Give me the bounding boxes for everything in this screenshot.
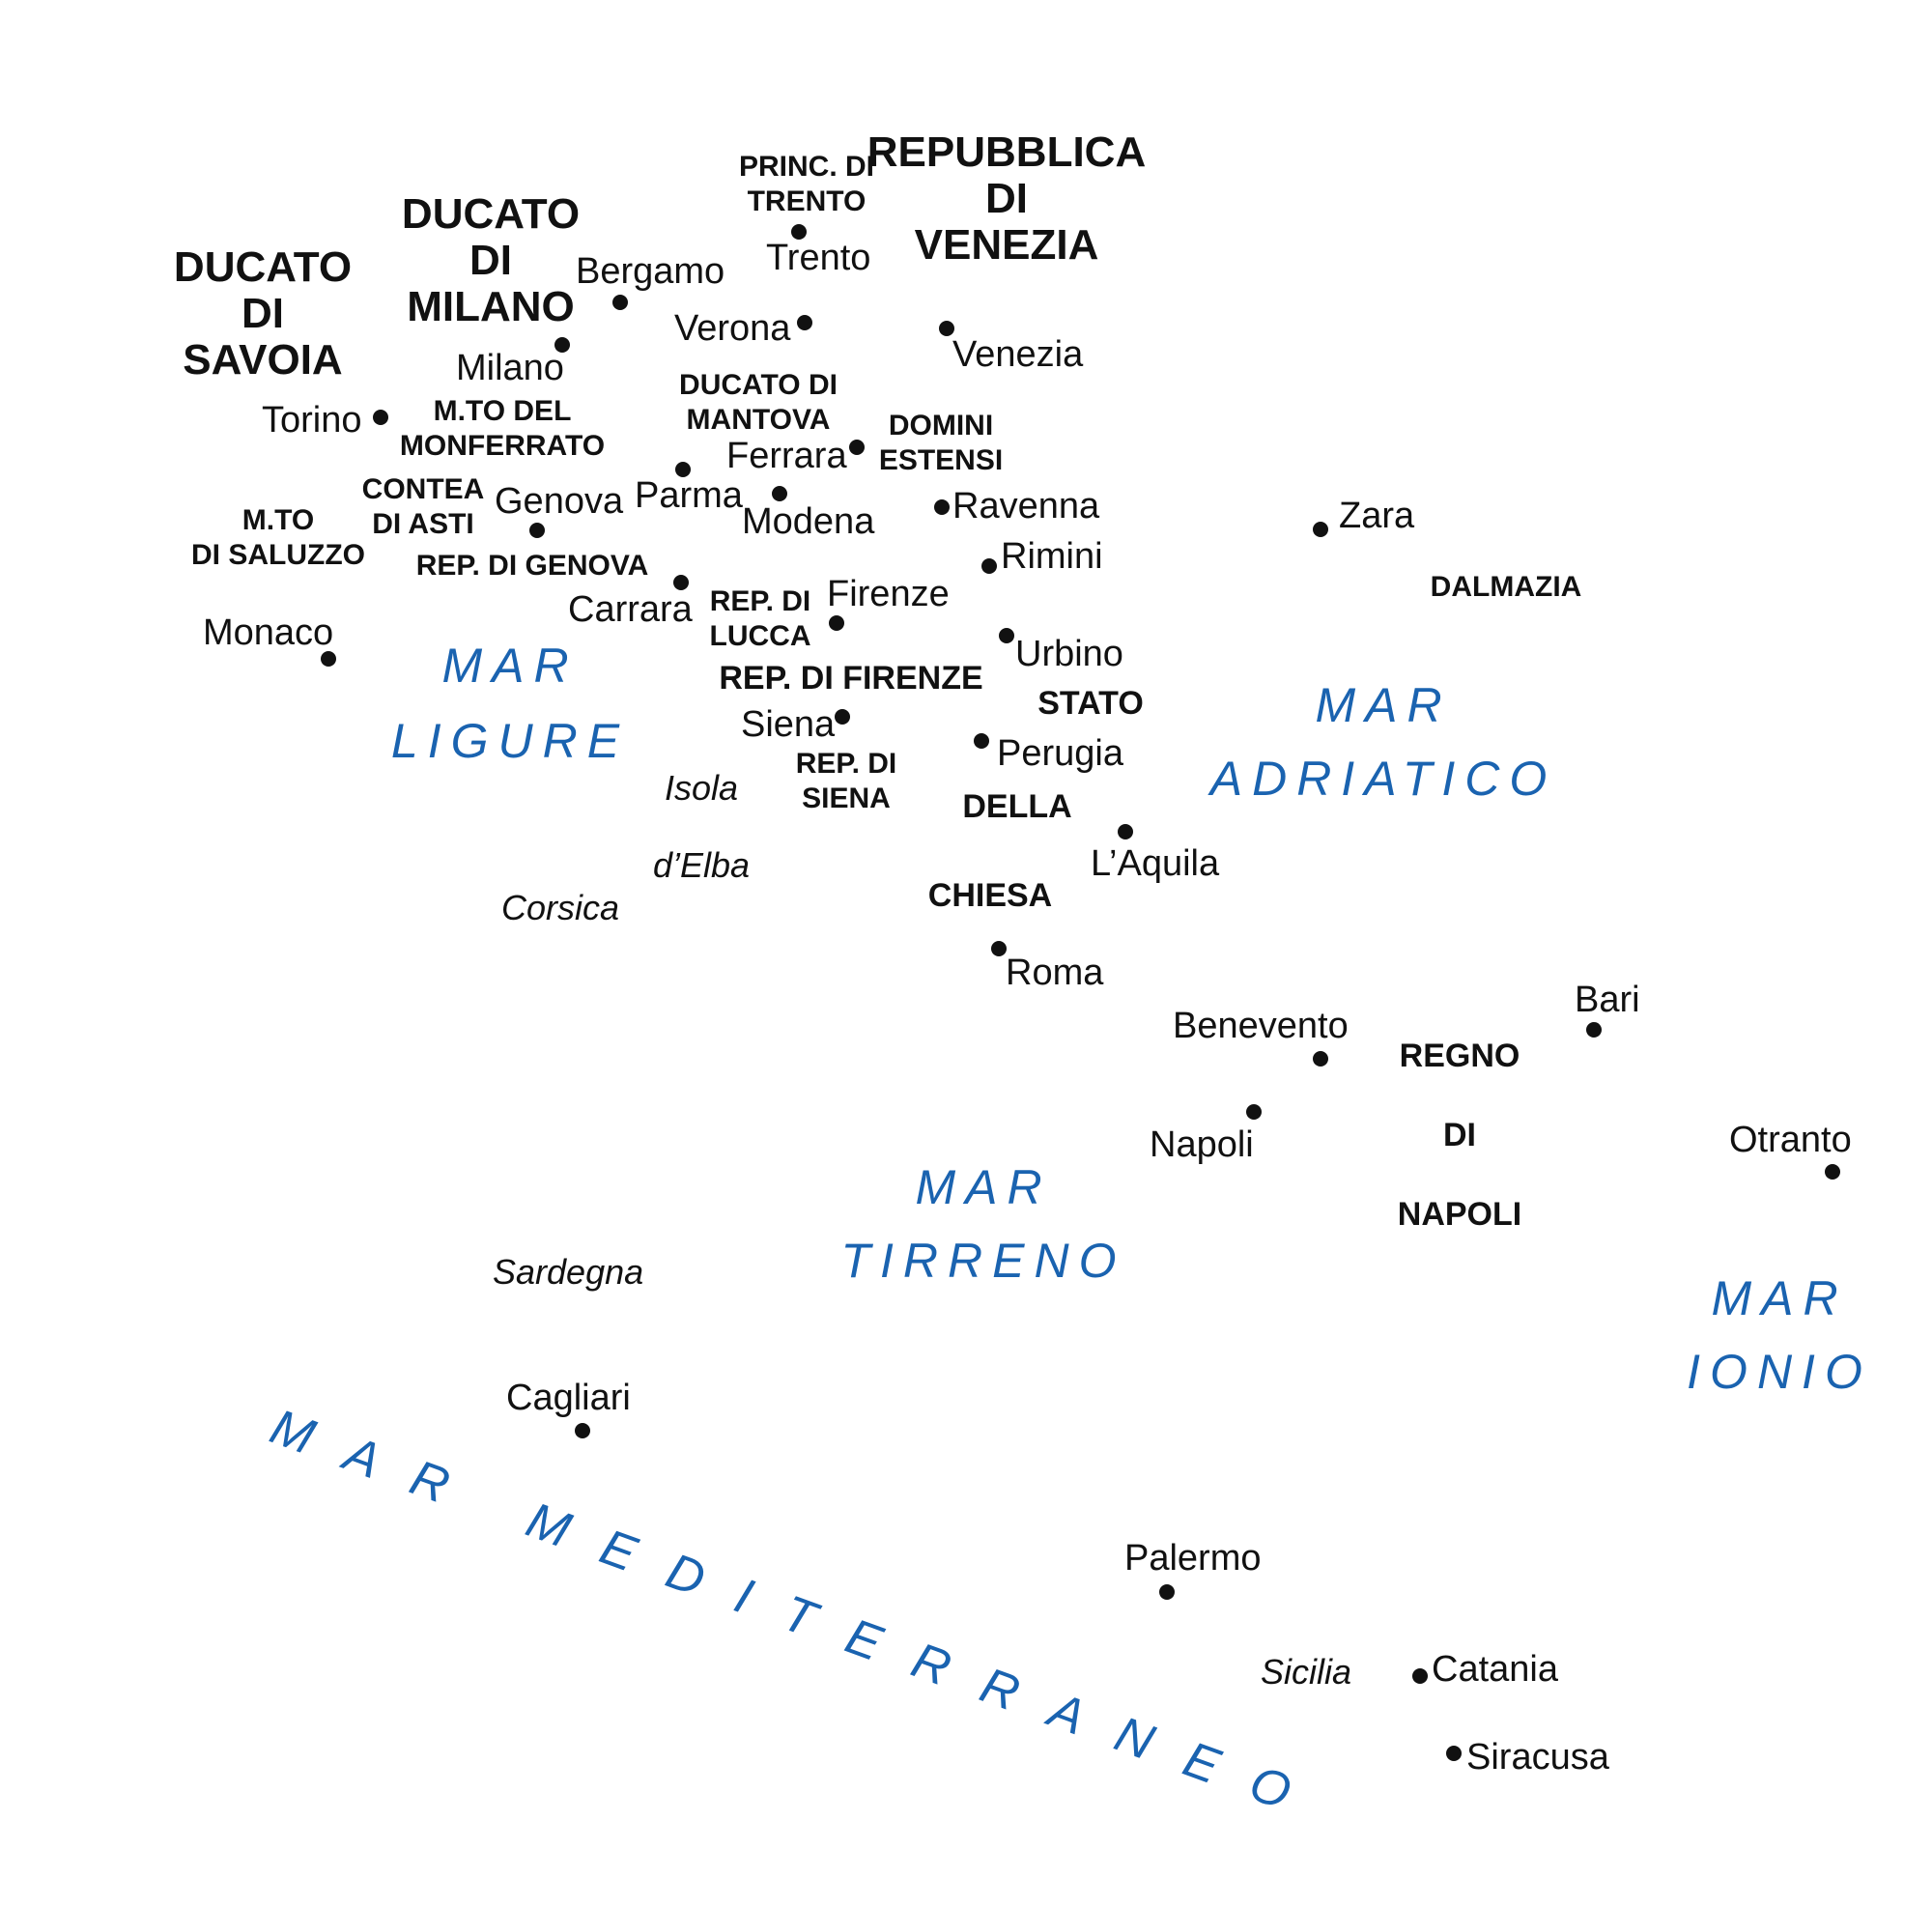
city-marker bbox=[321, 651, 336, 667]
city-marker bbox=[1825, 1164, 1840, 1180]
city-marker bbox=[1446, 1746, 1462, 1761]
city-label-monaco: Monaco bbox=[203, 612, 334, 653]
city-label-bari: Bari bbox=[1575, 980, 1640, 1020]
city-marker bbox=[673, 575, 689, 590]
city-label-ferrara: Ferrara bbox=[726, 436, 847, 476]
city-label-roma: Roma bbox=[1006, 953, 1104, 993]
state-label-firenze: REP. DI FIRENZE bbox=[719, 660, 983, 697]
city-marker bbox=[1412, 1668, 1428, 1684]
city-label-zara: Zara bbox=[1339, 496, 1415, 536]
city-label-cagliari: Cagliari bbox=[506, 1378, 631, 1418]
city-marker bbox=[575, 1423, 590, 1438]
state-label-stato: STATO bbox=[1037, 685, 1144, 722]
city-marker bbox=[934, 499, 950, 515]
city-label-torino: Torino bbox=[262, 400, 362, 441]
city-marker bbox=[974, 733, 989, 749]
city-label-carrara: Carrara bbox=[568, 589, 693, 630]
city-label-venezia: Venezia bbox=[952, 334, 1084, 375]
city-marker bbox=[1586, 1022, 1602, 1038]
city-marker bbox=[999, 628, 1014, 643]
city-marker bbox=[939, 321, 954, 336]
city-label-modena: Modena bbox=[742, 501, 875, 542]
city-label-rimini: Rimini bbox=[1001, 536, 1103, 577]
city-label-trento: Trento bbox=[766, 238, 871, 278]
city-marker bbox=[1246, 1104, 1262, 1120]
city-marker bbox=[675, 462, 691, 477]
city-label-firenze: Firenze bbox=[827, 574, 950, 614]
city-label-urbino: Urbino bbox=[1015, 634, 1123, 674]
city-marker bbox=[554, 337, 570, 353]
city-label-milano: Milano bbox=[456, 348, 564, 388]
island-label-sardegna: Sardegna bbox=[493, 1252, 644, 1292]
city-label-parma: Parma bbox=[635, 475, 743, 516]
city-marker bbox=[791, 224, 807, 240]
city-marker bbox=[981, 558, 997, 574]
city-label-catania: Catania bbox=[1432, 1649, 1558, 1690]
city-label-siracusa: Siracusa bbox=[1466, 1737, 1609, 1778]
city-marker bbox=[1313, 1051, 1328, 1067]
island-label-corsica: Corsica bbox=[501, 888, 620, 927]
city-label-genova: Genova bbox=[495, 481, 624, 522]
state-label-dalmazia: DALMAZIA bbox=[1430, 571, 1582, 603]
city-label-bergamo: Bergamo bbox=[576, 251, 725, 292]
city-marker bbox=[797, 315, 812, 330]
city-marker bbox=[835, 709, 850, 725]
city-label-otranto: Otranto bbox=[1729, 1120, 1852, 1160]
island-label-sicilia: Sicilia bbox=[1261, 1652, 1352, 1692]
city-label-siena: Siena bbox=[741, 704, 836, 745]
city-marker bbox=[772, 486, 787, 501]
city-marker bbox=[991, 941, 1007, 956]
city-label-palermo: Palermo bbox=[1124, 1538, 1262, 1579]
city-marker bbox=[1118, 824, 1133, 839]
city-label-verona: Verona bbox=[674, 308, 791, 349]
city-marker bbox=[1313, 522, 1328, 537]
state-label-chiesa: CHIESA bbox=[927, 877, 1053, 914]
city-marker bbox=[1159, 1584, 1175, 1600]
state-label-genova: REP. DI GENOVA bbox=[415, 550, 649, 582]
city-marker bbox=[529, 523, 545, 538]
state-label-della: DELLA bbox=[962, 788, 1072, 825]
city-marker bbox=[829, 615, 844, 631]
city-marker bbox=[849, 440, 865, 455]
city-marker bbox=[373, 410, 388, 425]
city-marker bbox=[612, 295, 628, 310]
city-label-napoli: Napoli bbox=[1150, 1124, 1254, 1165]
city-label-ravenna: Ravenna bbox=[952, 486, 1100, 526]
city-label-perugia: Perugia bbox=[997, 733, 1123, 774]
city-label-benevento: Benevento bbox=[1173, 1006, 1349, 1046]
city-label-laquila: L’Aquila bbox=[1091, 843, 1220, 884]
